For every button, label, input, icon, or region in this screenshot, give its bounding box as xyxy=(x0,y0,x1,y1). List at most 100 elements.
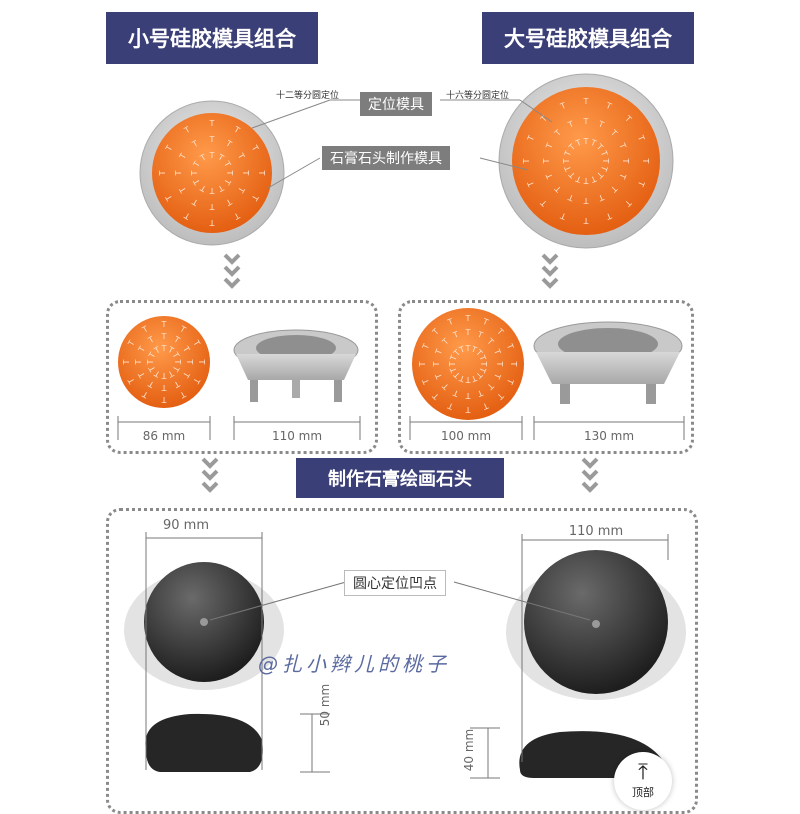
slot-mark: T xyxy=(185,359,194,365)
slot-mark: T xyxy=(191,197,201,208)
large-mold-parts-box xyxy=(398,300,694,454)
slot-mark: T xyxy=(567,142,578,153)
slot-mark: T xyxy=(232,210,242,221)
large-stone-width-dimension: 110 mm xyxy=(568,524,624,539)
slot-mark: T xyxy=(492,347,503,356)
slot-mark: T xyxy=(452,388,461,399)
slot-mark: T xyxy=(583,216,589,225)
slot-mark: T xyxy=(191,338,202,348)
slot-mark: T xyxy=(181,370,192,380)
slot-mark: T xyxy=(178,389,188,400)
slot-mark: T xyxy=(216,183,226,194)
small-stone-width-dimension: 90 mm xyxy=(162,518,209,533)
slot-mark: T xyxy=(172,378,182,389)
small-mold-parts-box xyxy=(106,300,378,454)
slot-mark: T xyxy=(495,391,506,402)
small-dome-dimension: 86 mm xyxy=(142,429,186,443)
make-plaster-stone-title: 制作石膏绘画石头 xyxy=(296,458,504,498)
slot-mark: T xyxy=(583,137,589,146)
slot-mark: T xyxy=(599,149,610,158)
slot-mark: T xyxy=(174,170,183,176)
slot-mark: T xyxy=(222,159,233,169)
large-dome-dimension: 100 mm xyxy=(440,429,492,443)
positioning-mold-label: 定位模具 xyxy=(360,92,432,116)
slot-mark: T xyxy=(225,170,234,176)
slot-mark: T xyxy=(161,395,167,404)
slot-mark: T xyxy=(140,324,150,335)
slot-mark: T xyxy=(583,117,589,126)
slot-mark: T xyxy=(574,174,583,185)
slot-mark: T xyxy=(595,169,606,180)
slot-mark: T xyxy=(469,344,478,355)
large-stone-height-dimension: 40 mm xyxy=(462,728,476,772)
slot-mark: T xyxy=(199,183,209,194)
chevron-down-icon xyxy=(580,456,600,500)
slot-mark: T xyxy=(635,133,646,142)
slot-mark: T xyxy=(448,361,457,367)
slot-mark: T xyxy=(433,348,444,357)
slot-mark: T xyxy=(209,151,215,160)
slot-mark: T xyxy=(492,371,503,380)
slot-mark: T xyxy=(182,125,192,136)
slot-mark: T xyxy=(232,125,242,136)
slot-mark: T xyxy=(241,170,250,176)
slot-mark: T xyxy=(147,351,158,361)
slot-mark: T xyxy=(183,211,193,222)
slot-mark: T xyxy=(617,141,628,150)
slot-mark: T xyxy=(171,364,182,374)
slot-mark: T xyxy=(636,179,647,188)
slot-mark: T xyxy=(596,119,605,130)
slot-mark: T xyxy=(601,158,610,164)
slot-mark: T xyxy=(544,142,555,151)
slot-mark: T xyxy=(235,151,246,161)
slot-mark: T xyxy=(604,101,613,112)
slot-mark: T xyxy=(432,361,441,367)
slot-mark: T xyxy=(161,371,167,380)
slot-mark: T xyxy=(180,344,191,354)
slot-mark: T xyxy=(562,158,571,164)
slot-mark: T xyxy=(544,172,555,181)
slot-mark: T xyxy=(605,210,614,221)
slot-mark: T xyxy=(566,119,575,130)
small-base-dimension: 110 mm xyxy=(271,429,323,443)
slot-mark: T xyxy=(477,365,488,374)
chevron-down-icon xyxy=(540,252,560,296)
slot-mark: T xyxy=(136,345,147,355)
slot-mark: T xyxy=(190,170,199,176)
slot-mark: T xyxy=(505,377,516,386)
slot-mark: T xyxy=(477,353,488,362)
slot-mark: T xyxy=(192,177,203,187)
small-dome xyxy=(118,316,210,408)
slot-mark: T xyxy=(209,186,215,195)
slot-mark: T xyxy=(451,330,460,341)
slot-mark: T xyxy=(147,379,157,390)
large-base-mold xyxy=(533,321,683,404)
slot-mark: T xyxy=(447,401,456,412)
back-to-top-button[interactable]: ⤒ 顶部 xyxy=(614,752,672,810)
stone-mold-label: 石膏石头制作模具 xyxy=(322,146,450,170)
slot-mark: T xyxy=(476,388,485,399)
slot-mark: T xyxy=(209,119,215,128)
slot-mark: T xyxy=(209,202,215,211)
slot-mark: T xyxy=(153,369,163,380)
slot-mark: T xyxy=(539,198,550,209)
large-set-title: 大号硅胶模具组合 xyxy=(482,12,694,64)
slot-mark: T xyxy=(583,176,589,185)
slot-mark: T xyxy=(621,158,630,164)
slot-mark: T xyxy=(152,345,162,356)
large-base-dimension: 130 mm xyxy=(583,429,635,443)
slot-mark: T xyxy=(236,185,247,195)
slot-mark: T xyxy=(431,391,442,402)
slot-mark: T xyxy=(178,185,189,195)
slot-mark: T xyxy=(257,170,266,176)
slot-mark: T xyxy=(146,335,156,346)
small-stone-side xyxy=(145,713,263,772)
small-base-mold xyxy=(233,329,359,402)
slot-mark: T xyxy=(449,366,460,375)
small-set-title: 小号硅胶模具组合 xyxy=(106,12,318,64)
chevron-down-icon xyxy=(222,252,242,296)
chevron-down-icon xyxy=(200,456,220,500)
slot-mark: T xyxy=(190,139,200,150)
